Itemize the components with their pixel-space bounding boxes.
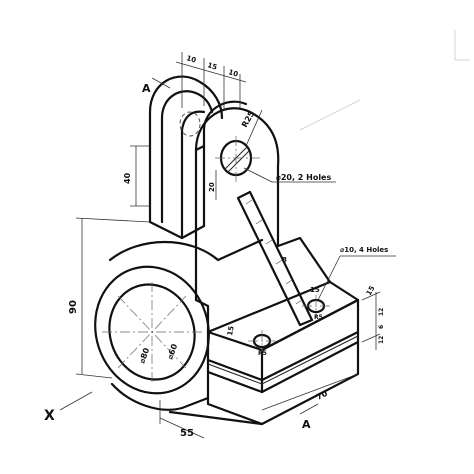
dim-phi-60: ⌀60 <box>165 342 179 360</box>
dim-r5-right: R5 <box>314 314 323 321</box>
column-to-base <box>194 298 210 334</box>
view-a-top-label: A <box>142 82 151 95</box>
boss-ring <box>94 238 264 411</box>
pin-hole-hatch-2 <box>227 149 251 173</box>
dim-10-top-b: 10 <box>227 68 239 78</box>
dim-15-top: 15 <box>206 61 218 71</box>
dim-10-top: 10 <box>185 54 197 64</box>
dim-40: 40 <box>123 172 132 184</box>
column-right-to-base <box>276 236 332 284</box>
ring-outer-front <box>94 265 210 395</box>
dimension-lines <box>59 52 396 439</box>
phi-20-holes-label: ⌀20, 2 Holes <box>276 173 331 182</box>
clevis-fork <box>148 75 280 302</box>
dim-70: 70 <box>315 389 329 402</box>
dim-20: 20 <box>208 182 216 192</box>
pin-hole-back-hidden <box>179 111 201 137</box>
front-ear-side <box>202 100 248 228</box>
dim-12-side-a: 12 <box>378 308 385 316</box>
ring-bore <box>108 283 196 381</box>
base-front-face <box>206 330 264 394</box>
base-lower-edge <box>168 410 264 426</box>
paper-artifacts <box>299 30 470 131</box>
dim-phi-80: ⌀80 <box>137 346 151 364</box>
back-ear-foot <box>148 220 164 230</box>
x-axis-label: X <box>44 408 55 424</box>
base-groove-mid <box>207 335 359 385</box>
rib-outline <box>236 190 314 327</box>
front-ear-outline <box>194 107 280 267</box>
slot-arc <box>180 110 206 132</box>
phi-10-holes-label: ⌀10, 4 Holes <box>340 246 388 254</box>
dim-r25: R25 <box>240 109 257 129</box>
dim-r5-left: R5 <box>258 350 267 357</box>
dim-8: 8 <box>282 256 287 264</box>
rib-hatch <box>245 199 303 305</box>
bolt-hole-centers <box>248 295 330 352</box>
ring-outer-back <box>108 238 264 262</box>
dim-15-side: 15 <box>365 284 377 297</box>
dim-12-side-b: 12 <box>378 336 385 344</box>
dimension-labels: A 10 15 10 R25 40 20 ⌀20, 2 Holes ⌀10, 4… <box>44 54 388 439</box>
support-rib <box>236 190 314 327</box>
dim-55: 55 <box>180 428 194 439</box>
dim-15-base: 15 <box>226 325 236 336</box>
base-groove-upper <box>206 330 360 382</box>
dim-6-side: 6 <box>378 325 385 329</box>
back-ear-inner <box>160 90 214 224</box>
dim-90: 90 <box>68 300 79 314</box>
dim-15-right: 15 <box>310 286 320 294</box>
back-ear-outline <box>148 75 224 224</box>
front-ear-top-edge <box>194 144 206 152</box>
base-right-face <box>260 298 360 394</box>
bore-center-lines <box>102 282 202 382</box>
ring-bottom-thickness <box>110 382 210 411</box>
base-block <box>168 236 360 426</box>
view-a-bottom-label: A <box>302 418 311 431</box>
